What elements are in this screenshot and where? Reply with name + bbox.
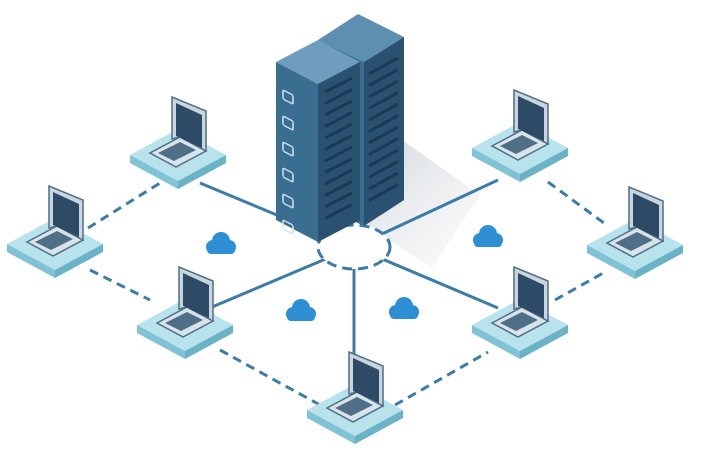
dashed-link-1 (89, 268, 151, 302)
vent-slot (368, 91, 399, 110)
laptop-icon (307, 350, 403, 444)
vent-slot (368, 148, 399, 168)
vent-slot (368, 68, 399, 87)
vent-slot (368, 125, 399, 145)
dashed-link-0 (87, 181, 161, 230)
server-rack-slots (282, 56, 399, 235)
vent-slot (324, 191, 353, 209)
vent-slot (324, 122, 353, 140)
vent-slot (368, 79, 399, 99)
vent-slot (324, 134, 353, 151)
drive-bay-icon (282, 115, 294, 131)
drive-bay-icon (282, 193, 294, 209)
cloud-icon (389, 297, 419, 319)
dashed-link-2 (219, 348, 321, 407)
laptop-icon (587, 185, 683, 279)
laptop-icon (7, 184, 103, 278)
laptop-icon (472, 88, 568, 182)
clouds (206, 225, 503, 321)
laptop-icon (472, 265, 568, 359)
laptops (7, 88, 683, 444)
vent-slot (368, 56, 399, 76)
vent-slot (368, 183, 399, 202)
server-rack-icon (276, 14, 404, 242)
dashed-link-5 (547, 180, 609, 228)
laptop-icon (130, 95, 226, 189)
dashed-link-4 (554, 270, 606, 302)
vent-slot (324, 203, 353, 220)
drive-bay-icon (282, 141, 294, 157)
drive-bay-icon (282, 219, 294, 235)
vent-slot (324, 88, 353, 105)
vent-slot (368, 160, 399, 179)
vent-slot (324, 111, 353, 128)
vent-slot (368, 102, 399, 122)
dashed-link-3 (394, 350, 489, 407)
vent-slot (368, 114, 399, 133)
vent-slot (324, 168, 353, 186)
cloud-icon (206, 232, 236, 254)
vent-slot (324, 180, 353, 197)
laptop-icon (137, 265, 233, 359)
vent-slot (368, 137, 399, 156)
drive-bay-icon (282, 89, 294, 105)
vent-slot (368, 171, 399, 191)
vent-slot (324, 157, 353, 174)
drive-bay-icon (282, 167, 294, 183)
vent-slot (324, 145, 353, 163)
network-switch-ring-icon (316, 223, 392, 271)
cloud-icon (286, 299, 316, 321)
vent-slot (324, 76, 353, 94)
cloud-icon (473, 225, 503, 247)
vent-slot (324, 99, 353, 117)
